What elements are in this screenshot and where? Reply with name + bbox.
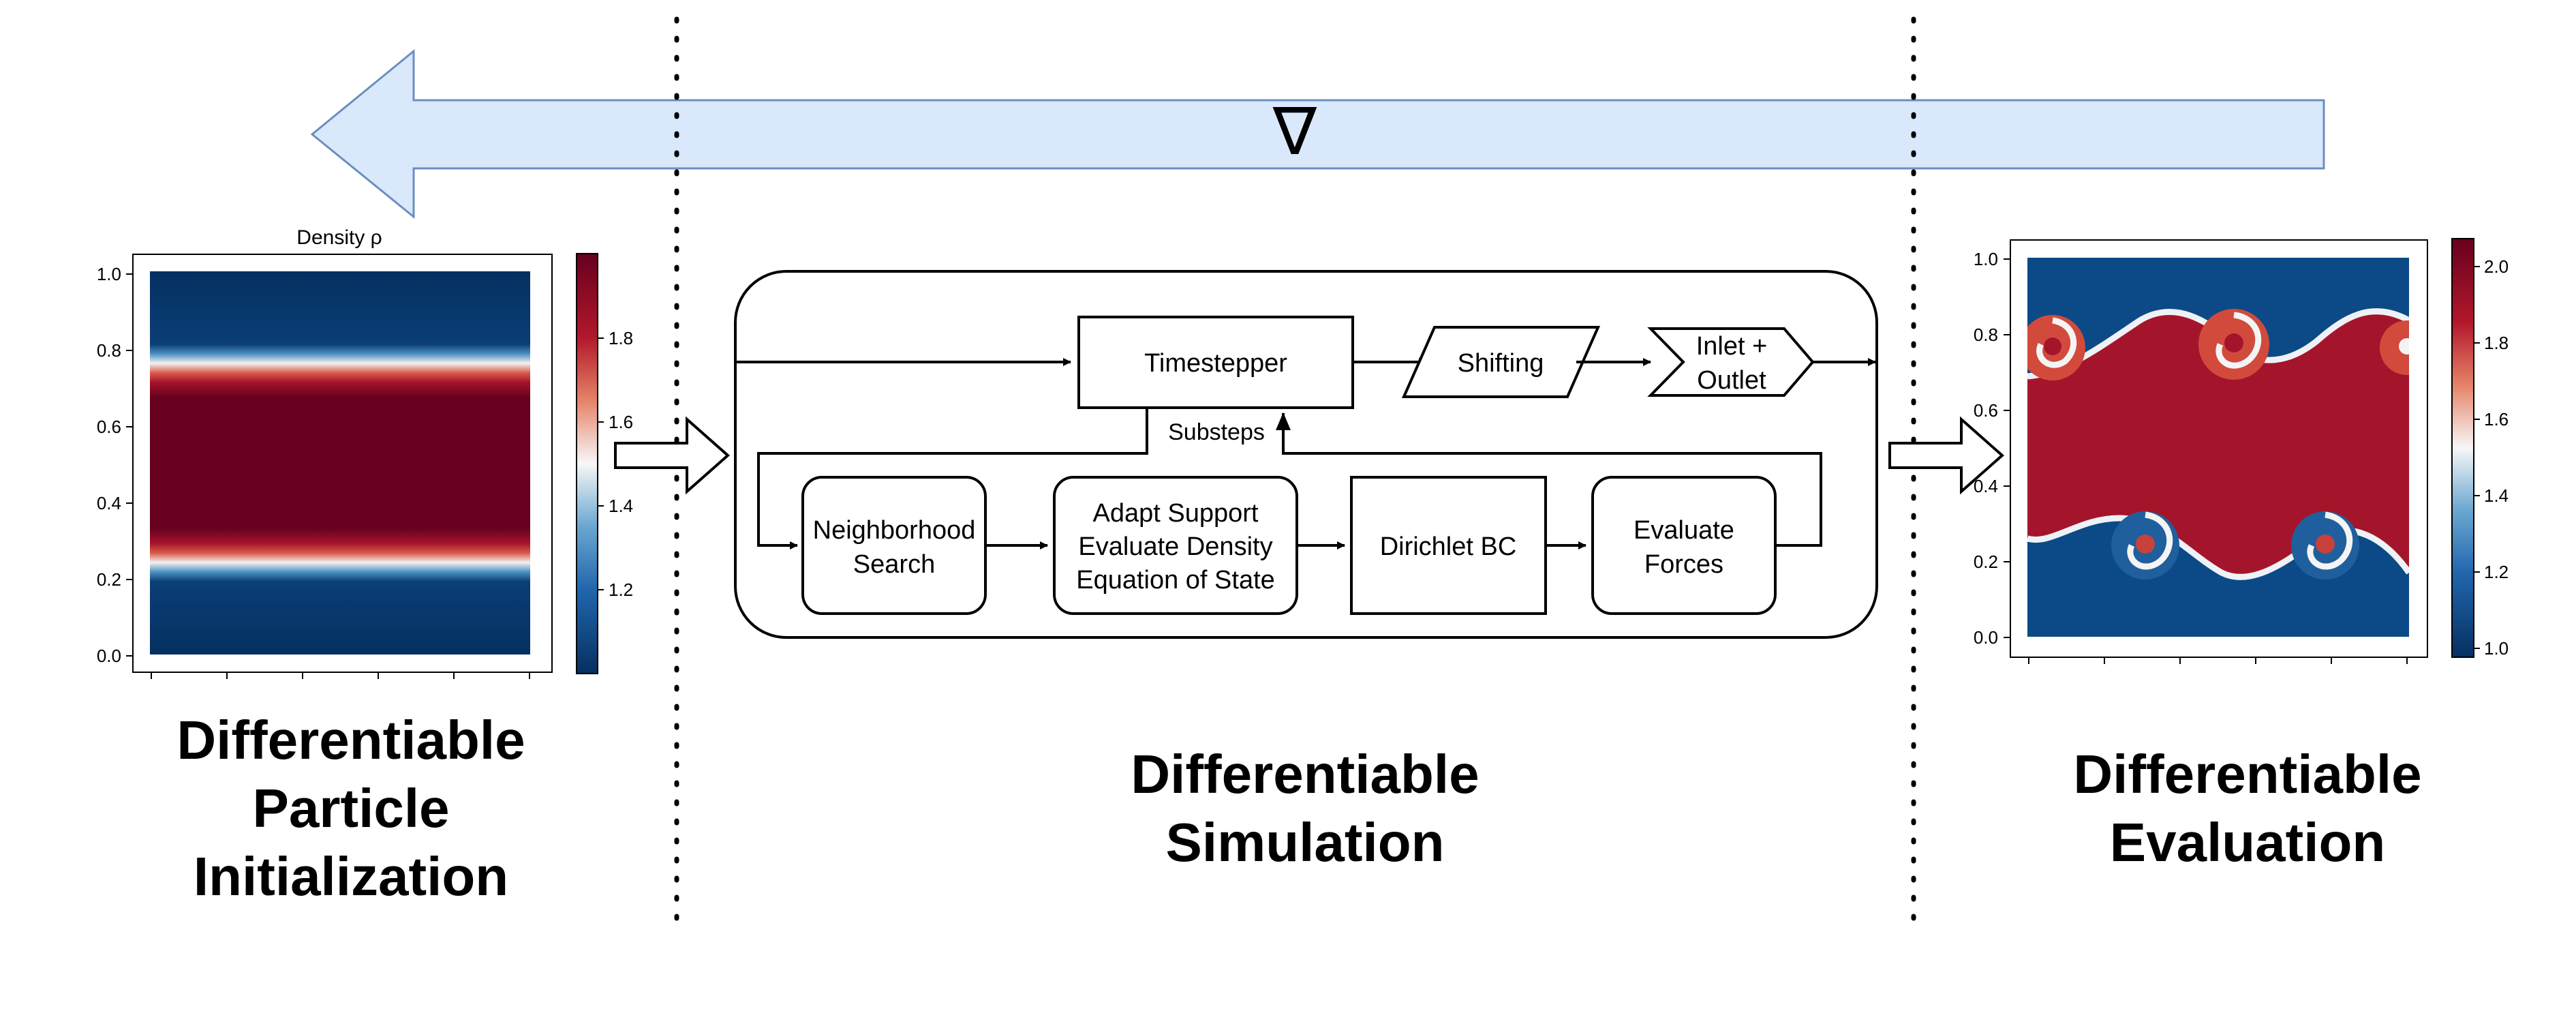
svg-text:Differentiable: Differentiable: [177, 710, 525, 770]
colorbar-tick-label: 1.4: [2484, 485, 2509, 506]
y-tick-label: 0.2: [97, 569, 121, 590]
y-axis: 1.0 0.8 0.6 0.4 0.2 0.0: [1974, 249, 2010, 648]
x-axis: [151, 672, 530, 679]
evaluate-forces-label: Forces: [1644, 550, 1723, 579]
evaluate-forces-box: [1591, 476, 1777, 615]
colorbar-tick-label: 1.2: [609, 579, 633, 600]
colorbar-tick-label: 2.0: [2484, 256, 2509, 277]
plot-title: Density ρ: [296, 226, 382, 249]
neighborhood-search-label: Search: [853, 550, 935, 579]
svg-text:Differentiable: Differentiable: [2073, 744, 2421, 804]
gradient-arrow: ∇: [310, 48, 2325, 220]
hollow-arrow-sim-to-eval: [1888, 416, 2005, 495]
density-eos-label: Evaluate Density: [1078, 532, 1272, 561]
section-title-initialization: Differentiable Particle Initialization: [177, 710, 525, 907]
hollow-arrow-init-to-sim: [614, 416, 731, 495]
colorbar-tick-label: 1.8: [2484, 333, 2509, 353]
density-eos-label: Equation of State: [1076, 566, 1275, 594]
evaluate-forces-label: Evaluate: [1634, 516, 1734, 545]
timestepper-label: Timestepper: [1144, 349, 1287, 378]
y-tick-label: 0.6: [1974, 400, 1998, 421]
inlet-outlet-label: Inlet +: [1696, 332, 1768, 361]
colorbar-tick-label: 1.0: [2484, 638, 2509, 659]
svg-text:Particle: Particle: [252, 778, 449, 839]
inlet-outlet-box: [1647, 327, 1815, 397]
y-tick-label: 0.2: [1974, 552, 1998, 572]
svg-text:Initialization: Initialization: [194, 846, 508, 907]
colorbar-tick-label: 1.4: [609, 496, 633, 516]
substeps-label: Substeps: [1168, 419, 1265, 445]
y-tick-label: 0.4: [97, 493, 121, 513]
colorbar-tick-label: 1.6: [609, 412, 633, 432]
colorbar-tick-label: 1.2: [2484, 562, 2509, 582]
y-tick-label: 0.8: [1974, 325, 1998, 345]
initial-density-plot: Density ρ 1.0 0.8 0.6 0.4 0.2 0.0: [97, 226, 633, 679]
svg-text:Evaluation: Evaluation: [2110, 812, 2386, 873]
shifting-label: Shifting: [1458, 349, 1544, 378]
dirichlet-bc-box: [1350, 476, 1547, 615]
neighborhood-search-box: [801, 476, 987, 615]
colorbar: 2.0 1.8 1.6 1.4 1.2 1.0: [2451, 238, 2509, 659]
vortex: [2111, 511, 2179, 579]
y-tick-label: 0.0: [1974, 627, 1998, 648]
substeps-loop-up: [1276, 412, 1822, 547]
colorbar-tick-label: 1.6: [2484, 409, 2509, 430]
y-tick-label: 1.0: [97, 264, 121, 284]
vortex: [2380, 320, 2409, 375]
nabla-symbol: ∇: [1272, 95, 1317, 168]
density-eos-label: Adapt Support: [1093, 499, 1259, 528]
y-tick-label: 0.6: [97, 417, 121, 437]
svg-text:Differentiable: Differentiable: [1131, 744, 1479, 804]
shifting-box: [1401, 326, 1601, 398]
section-title-evaluation: Differentiable Evaluation: [2073, 744, 2421, 873]
x-axis: [2028, 657, 2408, 664]
density-field: [150, 271, 530, 654]
final-density-plot: 1.0 0.8 0.6 0.4 0.2 0.0 2.0 1.8 1.6: [1974, 238, 2509, 664]
timestepper-box: [1077, 316, 1354, 409]
neighborhood-search-label: Neighborhood: [813, 516, 976, 545]
vortex: [2198, 309, 2269, 380]
colorbar: 1.8 1.6 1.4 1.2: [576, 253, 633, 674]
vortex: [2291, 511, 2359, 579]
y-tick-label: 0.0: [97, 646, 121, 666]
y-tick-label: 1.0: [1974, 249, 1998, 269]
dirichlet-bc-label: Dirichlet BC: [1380, 532, 1517, 561]
section-title-simulation: Differentiable Simulation: [1131, 744, 1479, 873]
substeps-loop-down: [757, 408, 1148, 549]
density-field: [2027, 258, 2409, 637]
svg-text:Simulation: Simulation: [1166, 812, 1445, 873]
inlet-outlet-label: Outlet: [1697, 366, 1766, 395]
y-tick-label: 0.8: [97, 340, 121, 361]
simulation-flowchart: Timestepper Shifting Inlet + Outlet Subs…: [734, 270, 1878, 639]
y-tick-label: 0.4: [1974, 476, 1998, 496]
colorbar-tick-label: 1.8: [609, 328, 633, 348]
vortex: [2027, 315, 2085, 380]
y-axis: 1.0 0.8 0.6 0.4 0.2 0.0: [97, 264, 133, 666]
